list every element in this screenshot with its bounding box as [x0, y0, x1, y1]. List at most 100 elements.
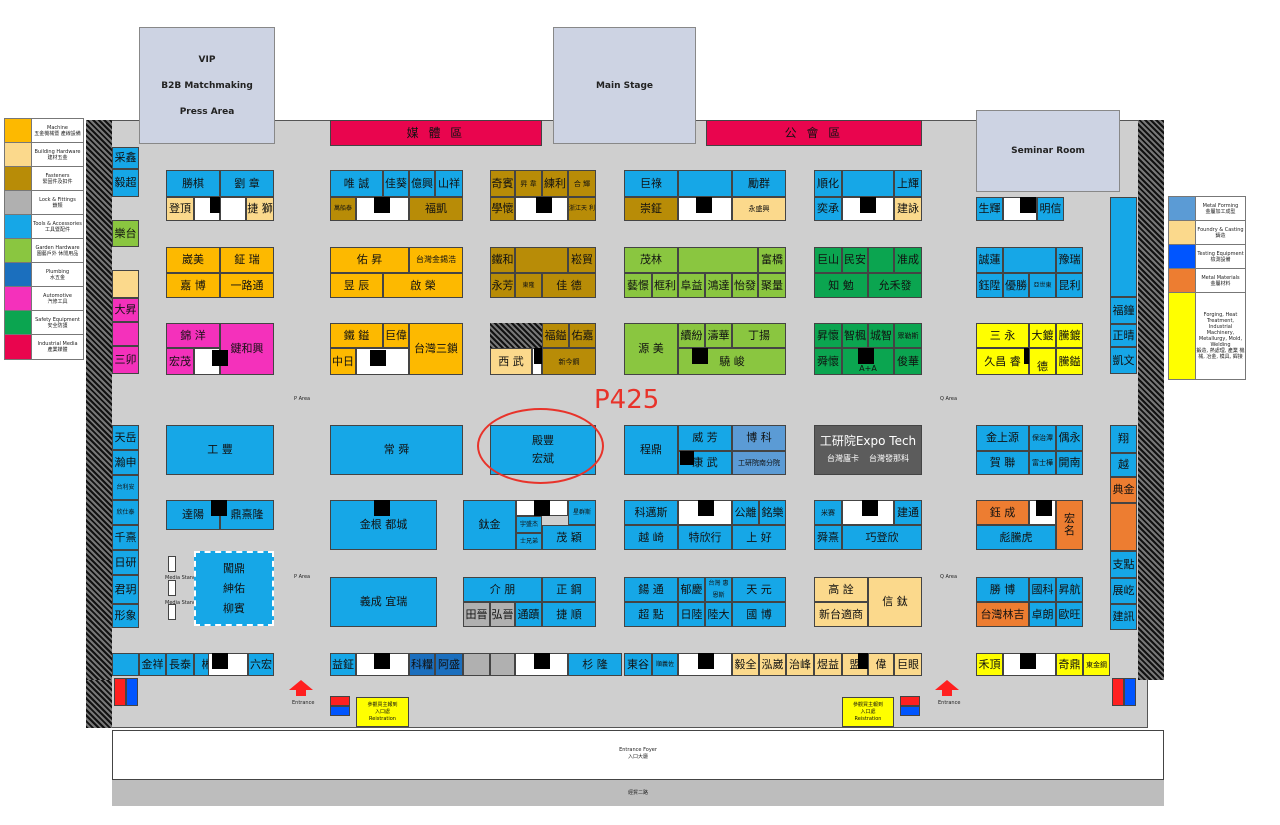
- booth-z2[interactable]: 星群斯: [568, 500, 596, 525]
- booth-g1[interactable]: 崴美: [166, 247, 220, 273]
- booth-l4[interactable]: 大昇: [112, 298, 139, 322]
- booth-a4-empty[interactable]: [220, 197, 246, 221]
- booth-c6[interactable]: 浙江天 利: [568, 197, 596, 221]
- booth-z3[interactable]: 宇盛杰: [516, 516, 542, 533]
- booth-c3[interactable]: 練利: [542, 170, 568, 197]
- booth-b5[interactable]: 萬船泰: [330, 197, 356, 221]
- booth-ii3[interactable]: 昇航: [1056, 577, 1083, 602]
- booth-jj4[interactable]: 六宏: [248, 653, 274, 676]
- booth-l3c[interactable]: [112, 270, 139, 298]
- booth-w6[interactable]: 開南: [1056, 451, 1083, 475]
- booth-l11[interactable]: 日研: [112, 550, 139, 575]
- booth-gg1[interactable]: 鍚 通: [624, 577, 678, 602]
- booth-side-r1b[interactable]: [1110, 503, 1137, 551]
- booth-gg5[interactable]: 超 點: [624, 602, 678, 627]
- booth-l4b[interactable]: [112, 322, 139, 346]
- booth-gg4[interactable]: 天 元: [732, 577, 786, 602]
- booth-bb1[interactable]: 米賽: [814, 500, 842, 525]
- booth-l1[interactable]: 采鑫: [112, 147, 139, 169]
- booth-ii1[interactable]: 勝 博: [976, 577, 1029, 602]
- booth-a2[interactable]: 劉 章: [220, 170, 274, 197]
- booth-o1[interactable]: 鐵 鎰: [330, 323, 383, 348]
- booth-gg2[interactable]: 郁慶: [678, 577, 705, 602]
- booth-k4[interactable]: 知 勉: [814, 273, 868, 298]
- booth-m6[interactable]: 昆利: [1056, 273, 1083, 298]
- booth-ee1[interactable]: 義成 宜瑞: [330, 577, 437, 627]
- booth-t1[interactable]: 工 豐: [166, 425, 274, 475]
- booth-n2[interactable]: 鍵和興: [220, 323, 274, 375]
- booth-a1[interactable]: 勝棋: [166, 170, 220, 197]
- booth-k2[interactable]: 民安: [842, 247, 868, 273]
- booth-jj2[interactable]: 長泰: [166, 653, 194, 676]
- booth-side-r4[interactable]: 展屹: [1110, 578, 1137, 604]
- booth-w1[interactable]: 金上源: [976, 425, 1029, 451]
- booth-aa5[interactable]: 特欣行: [678, 525, 732, 550]
- booth-m1[interactable]: 誠蓮: [976, 247, 1003, 273]
- booth-hh2[interactable]: 信 鈦: [868, 577, 922, 627]
- booth-o4[interactable]: 台灣三鎖: [409, 323, 463, 375]
- booth-ll3[interactable]: 順義佐: [652, 653, 678, 676]
- booth-r1[interactable]: 昇懷: [814, 323, 842, 348]
- booth-mm2[interactable]: 泓崴: [759, 653, 786, 676]
- booth-k3[interactable]: 准成: [894, 247, 922, 273]
- booth-ll1[interactable]: 杉 隆: [568, 653, 622, 676]
- booth-w-side2[interactable]: 越: [1110, 453, 1137, 477]
- booth-s1[interactable]: 三 永: [976, 323, 1029, 348]
- booth-ii6[interactable]: 歐旺: [1056, 602, 1083, 627]
- booth-d4[interactable]: 永盛興: [732, 197, 786, 221]
- booth-b4[interactable]: 山祥: [435, 170, 463, 197]
- booth-q1[interactable]: 源 美: [624, 323, 678, 375]
- booth-gg8[interactable]: 國 博: [732, 602, 786, 627]
- booth-p1[interactable]: 福鎰: [542, 323, 569, 348]
- booth-x2[interactable]: 鼎熹隆: [220, 500, 274, 530]
- booth-ff1[interactable]: 介 朋: [463, 577, 542, 602]
- booth-q4[interactable]: 丁揚: [732, 323, 786, 348]
- booth-l12[interactable]: 君玥: [112, 575, 139, 604]
- booth-p-hatched[interactable]: [490, 323, 542, 348]
- booth-h4[interactable]: 啟 榮: [383, 273, 463, 298]
- booth-kk2[interactable]: 科糧: [409, 653, 435, 676]
- booth-u1[interactable]: 程鼎: [624, 425, 678, 475]
- booth-b2[interactable]: 佳葵: [383, 170, 409, 197]
- booth-n3[interactable]: 宏茂: [166, 348, 194, 375]
- booth-l6[interactable]: 天岳: [112, 425, 139, 450]
- booth-m5[interactable]: 亞世東: [1029, 273, 1056, 298]
- booth-ll2[interactable]: 東谷: [624, 653, 652, 676]
- booth-u3[interactable]: 博 科: [732, 425, 786, 451]
- booth-w2[interactable]: 保治潭: [1029, 425, 1056, 451]
- booth-i1[interactable]: 鐵和: [490, 247, 515, 273]
- booth-d1b[interactable]: [678, 170, 732, 197]
- association-zone-banner[interactable]: 公 會 區: [706, 120, 922, 146]
- booth-jj1[interactable]: 金祥: [139, 653, 166, 676]
- booth-u2[interactable]: 威 芳: [678, 425, 732, 451]
- booth-gg3[interactable]: 台灣 惠恩斯: [705, 577, 732, 602]
- booth-m3[interactable]: 鈺陞: [976, 273, 1003, 298]
- booth-cc3[interactable]: 彪騰虎: [976, 525, 1056, 550]
- booth-r-side3[interactable]: 凱文: [1110, 347, 1137, 374]
- booth-r-side-a[interactable]: [1110, 197, 1137, 297]
- booth-s5[interactable]: 德: [1029, 348, 1056, 375]
- booth-o3[interactable]: 中日: [330, 348, 356, 375]
- booth-aa6[interactable]: 上 好: [732, 525, 786, 550]
- booth-ff3[interactable]: 田晉: [463, 602, 490, 627]
- booth-kk5[interactable]: [490, 653, 515, 676]
- booth-mm6[interactable]: 偉: [868, 653, 894, 676]
- booth-s6[interactable]: 騰鎰: [1056, 348, 1083, 375]
- booth-i3[interactable]: 永芳: [490, 273, 515, 298]
- booth-bb2[interactable]: 建通: [894, 500, 922, 525]
- booth-m1b[interactable]: [1003, 247, 1056, 273]
- booth-mm1[interactable]: 毅全: [732, 653, 759, 676]
- booth-j5[interactable]: 阜益: [678, 273, 705, 298]
- booth-r-side2[interactable]: 正晴: [1110, 324, 1137, 347]
- booth-h2[interactable]: 台灣金錫浩: [409, 247, 463, 273]
- booth-c4[interactable]: 合 輝: [568, 170, 596, 197]
- booth-r2[interactable]: 智楓: [842, 323, 868, 348]
- booth-jj-left[interactable]: [112, 653, 139, 676]
- booth-ff2[interactable]: 正 鋼: [542, 577, 596, 602]
- booth-hh3[interactable]: 新台適商: [814, 602, 868, 627]
- booth-kk3[interactable]: 阿盛: [435, 653, 463, 676]
- booth-l2[interactable]: 毅超: [112, 169, 139, 197]
- booth-m2[interactable]: 豫瑞: [1056, 247, 1083, 273]
- vip-room[interactable]: VIP B2B Matchmaking Press Area: [139, 27, 275, 144]
- booth-q3[interactable]: 濤華: [705, 323, 732, 348]
